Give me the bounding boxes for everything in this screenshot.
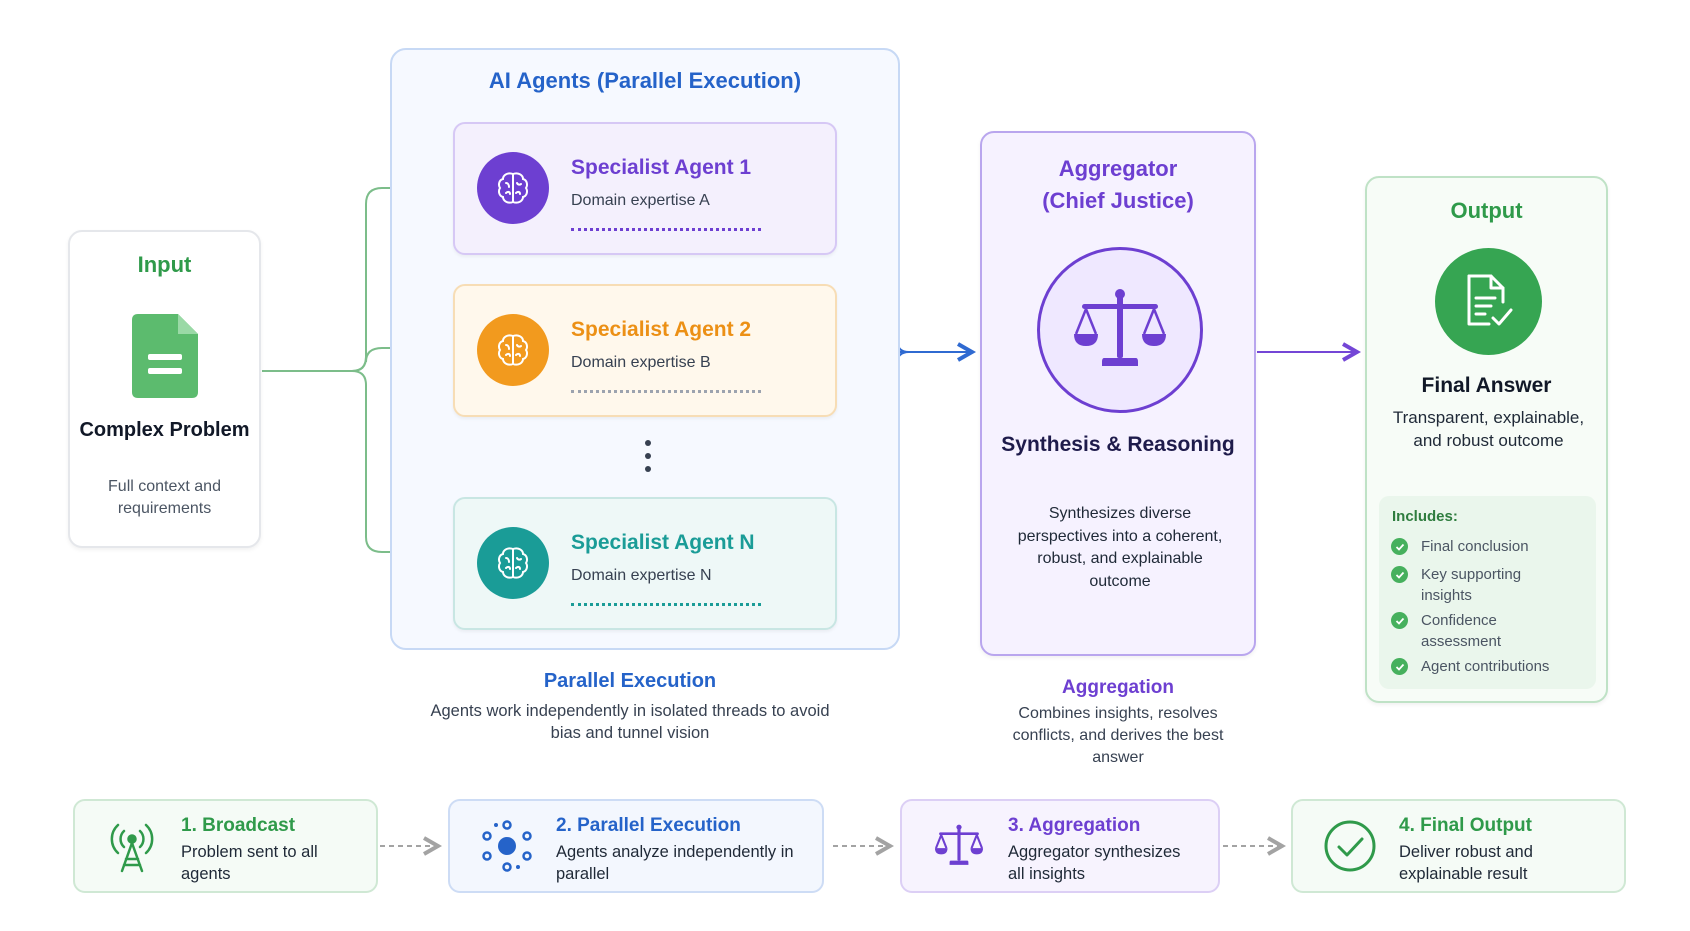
input-title: Input (137, 252, 192, 277)
brain-icon (477, 152, 549, 224)
check-circle-icon (1323, 819, 1377, 873)
aggregator-description: Synthesizes diverse perspectives into a … (1017, 505, 1223, 590)
agents-container: AI Agents (Parallel Execution) Specialis… (390, 48, 900, 650)
step-2-title: 2. Parallel Execution (556, 815, 741, 836)
aggregator-title-line2: (Chief Justice) (1042, 188, 1194, 213)
step-parallel-execution[interactable]: 2. Parallel Execution Agents analyze ind… (448, 799, 824, 893)
aggregator-title-line1: Aggregator (1058, 156, 1178, 181)
agent-1-domain: Domain expertise A (571, 192, 710, 209)
agent-n-dotted-line (571, 603, 761, 606)
agent-2-name: Specialist Agent 2 (571, 318, 752, 341)
includes-box: Includes: Final conclusion Key supportin… (1379, 496, 1596, 689)
aggregator-heading: Synthesis & Reasoning (1001, 433, 1235, 456)
step-1-description: Problem sent to all agents (181, 843, 318, 883)
agent-card-1[interactable]: Specialist Agent 1 Domain expertise A (453, 122, 837, 255)
output-heading: Final Answer (1421, 374, 1552, 397)
step-1-title: 1. Broadcast (181, 815, 296, 836)
more-agents-ellipsis (645, 440, 653, 479)
agent-n-domain: Domain expertise N (571, 567, 712, 584)
step-final-output[interactable]: 4. Final Output Deliver robust and expla… (1291, 799, 1626, 893)
aggregation-caption-text: Combines insights, resolves conflicts, a… (1012, 705, 1224, 766)
agent-2-dotted-line (571, 390, 761, 393)
agents-title: AI Agents (Parallel Execution) (488, 68, 802, 93)
aggregator-card: Aggregator (Chief Justice) Synthesis & R… (980, 131, 1256, 656)
step-aggregation[interactable]: 3. Aggregation Aggregator synthesizes al… (900, 799, 1220, 893)
agent-1-dotted-line (571, 228, 761, 231)
include-item: Key supporting insights (1391, 564, 1591, 606)
check-icon (1391, 566, 1408, 583)
include-item: Agent contributions (1391, 656, 1591, 677)
input-to-agents-arrows (262, 188, 446, 552)
check-icon (1391, 658, 1408, 675)
step-2-description: Agents analyze independently in parallel (556, 843, 794, 883)
checked-document-icon (1435, 248, 1542, 355)
output-card: Output Final Answer Transparent, explain… (1365, 176, 1608, 703)
brain-icon (477, 314, 549, 386)
step-3-description: Aggregator synthesizes all insights (1008, 843, 1181, 883)
agent-card-n[interactable]: Specialist Agent N Domain expertise N (453, 497, 837, 630)
output-title: Output (1450, 198, 1523, 223)
network-icon (480, 819, 534, 873)
check-icon (1391, 538, 1408, 555)
input-card: Input Complex Problem Full context and r… (68, 230, 261, 548)
broadcast-tower-icon (105, 819, 159, 873)
scales-icon (932, 819, 986, 873)
step-4-title: 4. Final Output (1399, 815, 1532, 836)
parallel-caption-title: Parallel Execution (543, 670, 717, 692)
scales-icon (1037, 247, 1203, 413)
agent-card-2[interactable]: Specialist Agent 2 Domain expertise B (453, 284, 837, 417)
input-subtitle: Full context and requirements (108, 478, 221, 517)
step-broadcast[interactable]: 1. Broadcast Problem sent to all agents (73, 799, 378, 893)
parallel-caption-text: Agents work independently in isolated th… (430, 702, 830, 742)
brain-icon (477, 527, 549, 599)
aggregation-caption-title: Aggregation (1062, 677, 1174, 698)
agent-2-domain: Domain expertise B (571, 354, 711, 371)
check-icon (1391, 612, 1408, 629)
agent-n-name: Specialist Agent N (571, 531, 755, 554)
step-3-title: 3. Aggregation (1008, 815, 1141, 836)
aggregator-title: Aggregator (Chief Justice) (982, 153, 1254, 217)
input-heading: Complex Problem (79, 419, 250, 441)
agent-1-name: Specialist Agent 1 (571, 156, 752, 179)
include-item: Confidence assessment (1391, 610, 1591, 652)
output-description: Transparent, explainable, and robust out… (1392, 408, 1585, 450)
step-4-description: Deliver robust and explainable result (1399, 843, 1533, 883)
document-icon (132, 314, 198, 403)
include-item: Final conclusion (1391, 536, 1591, 557)
includes-label: Includes: (1392, 508, 1458, 525)
